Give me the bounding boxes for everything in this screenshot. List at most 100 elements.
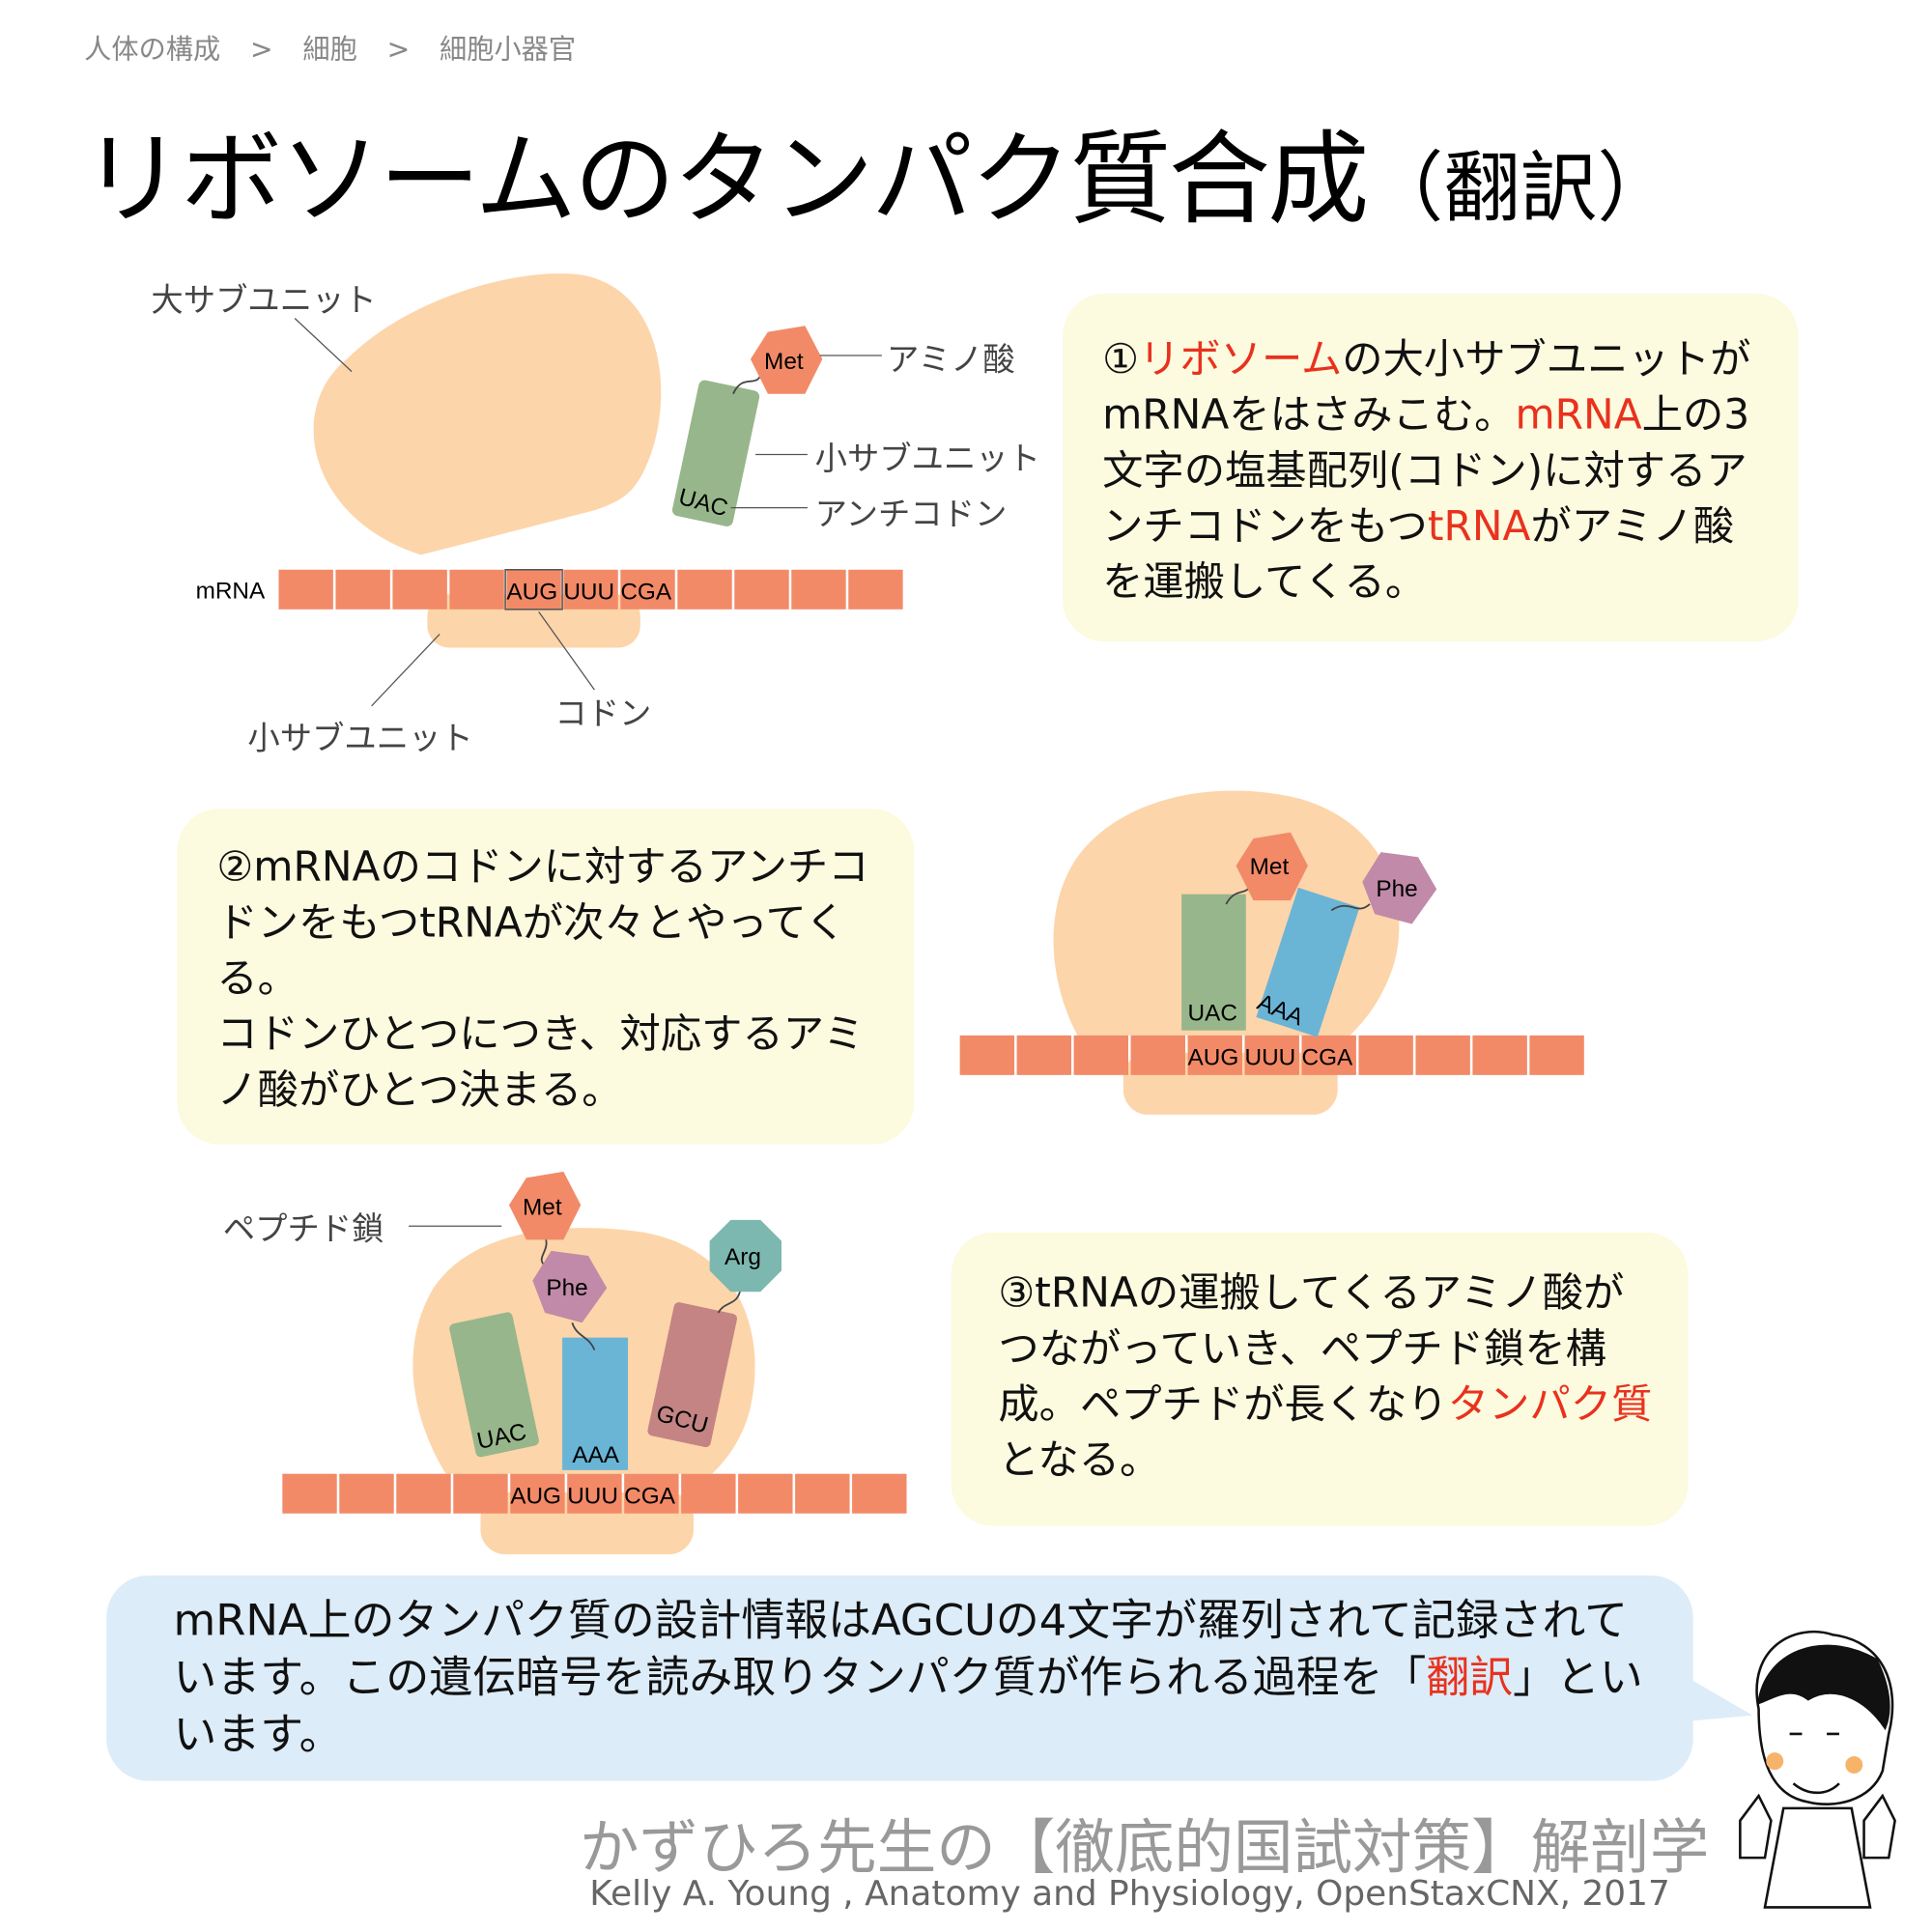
step-text: ②mRNAのコドンに対するアンチコドンをもつtRNAが次々とやってくる。 <box>216 841 869 1003</box>
citation: Kelly A. Young , Anatomy and Physiology,… <box>589 1872 1670 1914</box>
mrna-segment <box>453 1473 508 1514</box>
mrna-label: mRNA <box>196 578 266 604</box>
mrna-segment <box>339 1473 394 1514</box>
trna-aaa <box>562 1337 629 1470</box>
codon-text: UUU <box>1245 1045 1296 1071</box>
mrna-segment <box>335 569 390 610</box>
step-3-box: ③tRNAの運搬してくるアミノ酸がつながっていき、ペプチド鎖を構成。ペプチドが長… <box>951 1232 1689 1526</box>
mrna-segment <box>1358 1035 1413 1075</box>
mrna-segment <box>791 569 846 610</box>
title-sub: （翻訳） <box>1366 142 1674 234</box>
trna-gcu <box>647 1302 738 1448</box>
step-text: となる。 <box>998 1435 1161 1484</box>
summary-text: 」といいます。 <box>173 1653 1643 1760</box>
mrna-segment <box>1187 1035 1242 1075</box>
anticodon-text: AAA <box>572 1442 619 1468</box>
diagram-3: AUG UUU CGA UAC AAA GCU Met Phe Arg <box>282 1171 907 1555</box>
step-text: の大小サブユニットがmRNAをはさみこむ。 <box>1102 334 1751 439</box>
mrna-segment <box>1529 1035 1584 1075</box>
mrna-segment <box>278 569 333 610</box>
mrna-segment <box>449 569 504 610</box>
mrna-segment <box>848 569 903 610</box>
summary-box: mRNA上のタンパク質の設計情報はAGCUの4文字が羅列されて記録されています。… <box>106 1575 1693 1781</box>
small-subunit-label: 小サブユニット <box>247 721 473 758</box>
met-amino-acid <box>508 1171 582 1240</box>
large-subunit <box>313 273 662 555</box>
anticodon-text: UAC <box>1188 1000 1237 1026</box>
phe-label: Phe <box>1376 876 1417 902</box>
phe-label: Phe <box>546 1275 587 1301</box>
mrna-segment <box>567 1473 622 1514</box>
breadcrumb-separator: > <box>250 34 273 66</box>
title-main: リボソームのタンパク質合成 <box>81 121 1370 240</box>
mrna-segment <box>681 1473 736 1514</box>
summary-text: mRNA上のタンパク質の設計情報はAGCUの4文字が羅列されて記録されています。… <box>173 1596 1628 1703</box>
codon-text: AUG <box>510 1483 561 1509</box>
trna-uac <box>1181 894 1246 1031</box>
diagram-1: AUG UUU CGA mRNA UAC Met <box>196 273 903 707</box>
arg-amino-acid <box>709 1219 782 1293</box>
page-title: リボソームのタンパク質合成（翻訳） <box>82 97 1674 244</box>
mrna-segment <box>563 569 618 610</box>
mrna-segment <box>1016 1035 1072 1075</box>
met-label: Met <box>764 349 804 375</box>
breadcrumb-item[interactable]: 細胞小器官 <box>440 34 577 66</box>
mrna-segment <box>506 569 561 610</box>
mrna-strand <box>282 1473 907 1514</box>
highlight-text: 翻訳 <box>1426 1653 1514 1703</box>
mrna-segment <box>624 1473 679 1514</box>
mrna-segment <box>795 1473 850 1514</box>
codon-text: AUG <box>506 580 557 606</box>
highlight-text: tRNA <box>1427 501 1531 551</box>
phe-amino-acid <box>532 1250 608 1323</box>
step-1-box: ①リボソームの大小サブユニットがmRNAをはさみこむ。mRNA上の3文字の塩基配… <box>1063 293 1799 642</box>
step-text: がアミノ酸を運搬してくる。 <box>1102 501 1735 606</box>
breadcrumb-item[interactable]: 細胞 <box>302 34 357 66</box>
phe-amino-acid <box>1362 852 1437 924</box>
speech-tail <box>1684 1675 1753 1722</box>
mrna-strand <box>959 1035 1584 1075</box>
mrna-segment <box>959 1035 1015 1075</box>
breadcrumb: 人体の構成 > 細胞 > 細胞小器官 <box>84 27 606 67</box>
mrna-segment <box>1244 1035 1299 1075</box>
trna <box>671 380 760 526</box>
highlight-text: リボソーム <box>1139 334 1343 384</box>
mrna-segment <box>1301 1035 1356 1075</box>
met-amino-acid <box>750 326 823 394</box>
mrna-segment <box>396 1473 451 1514</box>
arg-label: Arg <box>724 1244 761 1270</box>
mrna-segment <box>1073 1035 1128 1075</box>
peptide-chain-label: ペプチド鎖 <box>222 1210 384 1249</box>
step-text: ③tRNAの運搬してくるアミノ酸がつながっていき、ペプチド鎖を構成。ペプチドが長… <box>998 1267 1625 1429</box>
mrna-segment <box>738 1473 793 1514</box>
teacher-illustration <box>1739 1630 1896 1909</box>
mrna-segment <box>1130 1035 1185 1075</box>
mrna-segment <box>852 1473 907 1514</box>
mrna-segment <box>620 569 675 610</box>
mrna-segment <box>734 569 789 610</box>
codon-label: コドン <box>554 696 652 734</box>
breadcrumb-item[interactable]: 人体の構成 <box>84 34 221 66</box>
mrna-segment <box>392 569 447 610</box>
mrna-segment <box>677 569 732 610</box>
trna-small-subunit-label: 小サブユニット <box>814 440 1040 478</box>
met-amino-acid <box>1236 832 1308 901</box>
step-2-box: ②mRNAのコドンに対するアンチコドンをもつtRNAが次々とやってくる。コドンひ… <box>177 809 915 1145</box>
codon-text: UUU <box>567 1483 618 1509</box>
codon-text: CGA <box>620 580 672 606</box>
diagram-2: AUG UUU CGA UAC AAA Met Phe <box>959 790 1584 1115</box>
mrna-segment <box>1415 1035 1470 1075</box>
codon-text: UUU <box>563 580 614 606</box>
step-text: コドンひとつにつき、対応するアミノ酸がひとつ決まる。 <box>216 1009 865 1114</box>
step-text: ① <box>1102 334 1140 384</box>
mrna-segment <box>510 1473 565 1514</box>
codon-box <box>504 568 563 611</box>
breadcrumb-separator: > <box>386 34 411 66</box>
step-text: 上の3文字の塩基配列(コドン)に対するアンチコドンをもつ <box>1102 389 1750 551</box>
anticodon-label: アンチコドン <box>814 497 1008 534</box>
mrna-segment <box>1472 1035 1527 1075</box>
footer-title: かずひろ先生の【徹底的国試対策】解剖学 <box>580 1812 1710 1883</box>
trna-uac <box>449 1312 539 1458</box>
mrna-strand <box>278 569 903 610</box>
